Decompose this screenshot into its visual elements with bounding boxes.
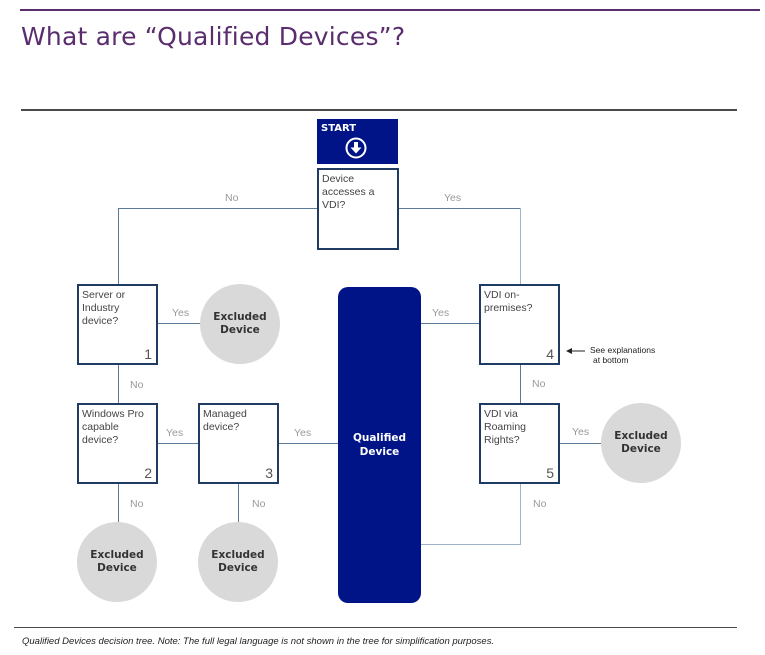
question-text: Windows Pro capable device? xyxy=(82,408,144,446)
qualified-label: Qualified Device xyxy=(352,432,407,458)
edge-label-q3-no: No xyxy=(252,498,266,510)
footer-rule xyxy=(14,627,737,628)
connector-q1-no xyxy=(118,364,119,403)
note-line-2: at bottom xyxy=(593,355,629,365)
question-text: Device accesses a VDI? xyxy=(322,173,375,211)
question-5: VDI via Roaming Rights? 5 xyxy=(479,403,560,484)
excluded-label: Excluded Device xyxy=(90,549,144,574)
explanation-note: See explanations at bottom xyxy=(590,345,655,365)
note-line-1: See explanations xyxy=(590,345,656,355)
edge-label-q2-yes: Yes xyxy=(166,427,184,439)
question-number: 2 xyxy=(144,465,152,481)
connector-q4-yes xyxy=(421,323,480,324)
connector-q3-yes xyxy=(278,443,338,444)
connector-root-no-v xyxy=(118,208,119,284)
question-number: 3 xyxy=(265,465,273,481)
connector-q1-yes xyxy=(157,323,201,324)
arrow-left-icon xyxy=(566,348,585,354)
question-text: VDI via Roaming Rights? xyxy=(484,408,527,446)
question-number: 1 xyxy=(144,346,152,362)
question-root: Device accesses a VDI? xyxy=(317,168,399,250)
connector-q4-no xyxy=(520,364,521,403)
excluded-device-q2: Excluded Device xyxy=(77,522,157,602)
arrow-down-circle-icon xyxy=(345,137,367,159)
edge-label-root-yes: Yes xyxy=(444,192,462,204)
question-number: 4 xyxy=(546,346,554,362)
question-number: 5 xyxy=(546,465,554,481)
question-1: Server or Industry device? 1 xyxy=(77,284,158,365)
excluded-device-q1: Excluded Device xyxy=(200,284,280,364)
edge-label-q3-yes: Yes xyxy=(294,427,312,439)
excluded-label: Excluded Device xyxy=(614,430,668,455)
connector-q5-yes xyxy=(559,443,602,444)
excluded-label: Excluded Device xyxy=(211,549,265,574)
section-rule xyxy=(21,109,737,111)
question-text: Server or Industry device? xyxy=(82,289,126,327)
question-2: Windows Pro capable device? 2 xyxy=(77,403,158,484)
edge-label-q4-no: No xyxy=(532,378,546,390)
excluded-device-q3: Excluded Device xyxy=(198,522,278,602)
connector-root-yes-v xyxy=(520,208,521,284)
edge-label-q5-no: No xyxy=(533,498,547,510)
connector-root-yes-h xyxy=(398,208,520,209)
connector-q5-no-v xyxy=(520,483,521,545)
edge-label-root-no: No xyxy=(225,192,239,204)
excluded-device-q5: Excluded Device xyxy=(601,403,681,483)
connector-q5-no-h xyxy=(421,544,521,545)
connector-q2-no xyxy=(118,483,119,522)
edge-label-q4-yes: Yes xyxy=(432,307,450,319)
connector-q2-yes xyxy=(157,443,199,444)
edge-label-q5-yes: Yes xyxy=(572,426,590,438)
edge-label-q2-no: No xyxy=(130,498,144,510)
qualified-device: Qualified Device xyxy=(338,287,421,603)
question-text: VDI on-premises? xyxy=(484,289,533,314)
connector-root-no-h xyxy=(118,208,317,209)
start-node: START xyxy=(317,119,398,164)
start-label: START xyxy=(321,123,357,134)
edge-label-q1-no: No xyxy=(130,379,144,391)
page-title: What are “Qualified Devices”? xyxy=(21,22,406,51)
top-rule xyxy=(20,9,760,11)
excluded-label: Excluded Device xyxy=(213,311,267,336)
question-3: Managed device? 3 xyxy=(198,403,279,484)
connector-q3-no xyxy=(238,483,239,522)
figure-caption: Qualified Devices decision tree. Note: T… xyxy=(22,636,495,647)
question-4: VDI on-premises? 4 xyxy=(479,284,560,365)
edge-label-q1-yes: Yes xyxy=(172,307,190,319)
question-text: Managed device? xyxy=(203,408,247,433)
